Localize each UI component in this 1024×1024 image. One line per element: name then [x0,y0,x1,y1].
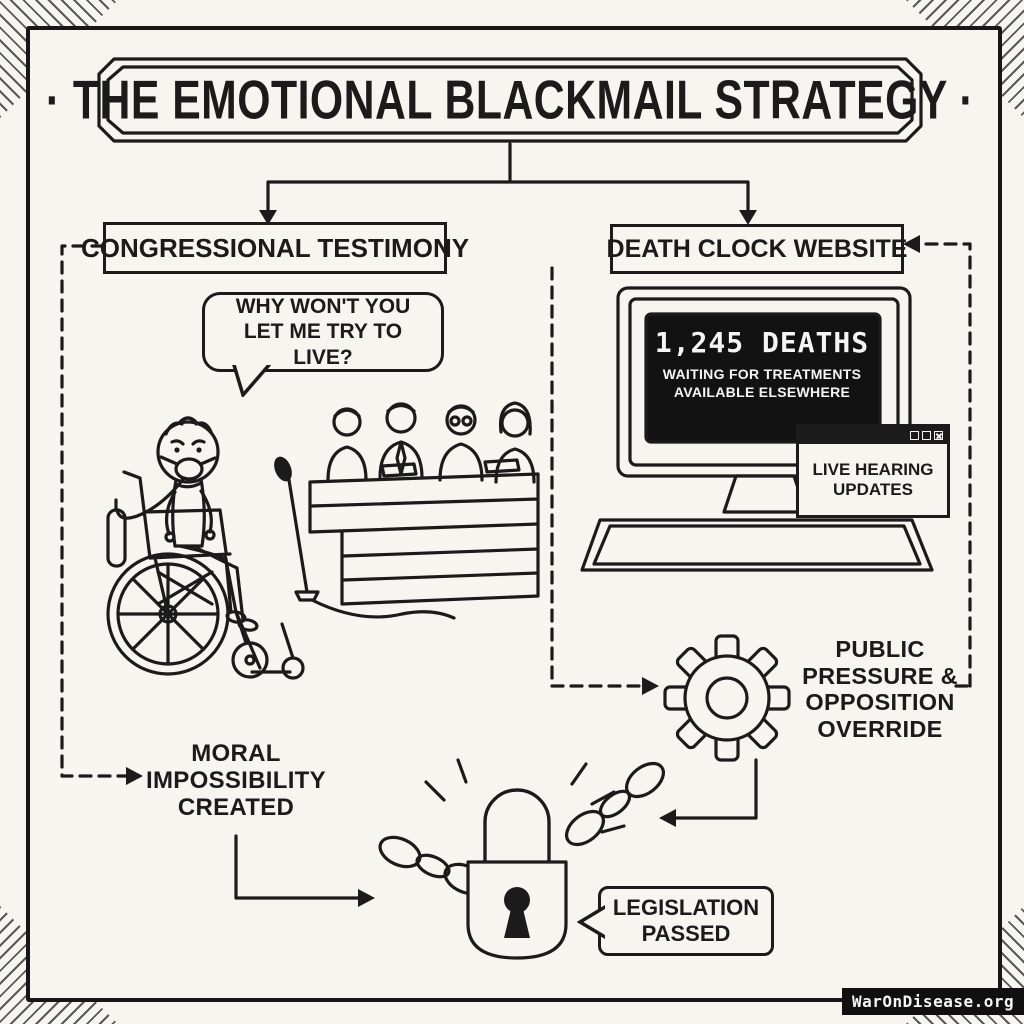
legislation-bubble-tail [577,905,605,939]
congressional-testimony-text: CONGRESSIONAL TESTIMONY [80,232,470,263]
death-clock-website-label: DEATH CLOCK WEBSITE [607,224,907,274]
minimize-icon [910,431,919,440]
title-banner-plaque [97,57,923,143]
public-pressure-outcome: PUBLIC PRESSURE & OPPOSITION OVERRIDE [802,636,958,742]
moral-impossibility-outcome: MORAL IMPOSSIBILITY CREATED [146,740,326,822]
computer-illustration [580,286,934,572]
watermark: WarOnDisease.org [842,988,1024,1015]
death-counter: 1,245 DEATHS [654,326,870,359]
legislation-passed-bubble: LEGISLATION PASSED [577,886,774,956]
page-title: · THE EMOTIONAL BLACKMAIL STRATEGY · [45,68,975,131]
testimony-scene-illustration [106,401,540,680]
gear-icon [663,634,791,762]
popup-label: LIVE HEARING UPDATES [812,459,934,499]
death-clock-screen: 1,245 DEATHS WAITING FOR TREATMENTS AVAI… [648,316,876,438]
close-icon [934,431,943,440]
screen-caption-line2: AVAILABLE ELSEWHERE [673,383,851,400]
live-updates-popup: LIVE HEARING UPDATES [796,424,950,518]
death-clock-website-text: DEATH CLOCK WEBSITE [606,234,908,263]
legislation-passed-text: LEGISLATION PASSED [612,895,760,946]
testimony-quote: WHY WON'T YOU LET ME TRY TO LIVE? [235,294,411,369]
popup-title-bar [799,427,947,444]
speech-bubble-tail [232,365,271,397]
padlock-chain-illustration [378,758,665,960]
congressional-testimony-label: CONGRESSIONAL TESTIMONY [81,222,469,274]
maximize-icon [922,431,931,440]
screen-caption-line1: WAITING FOR TREATMENTS [662,366,862,382]
testimony-speech-bubble: WHY WON'T YOU LET ME TRY TO LIVE? [202,292,444,397]
